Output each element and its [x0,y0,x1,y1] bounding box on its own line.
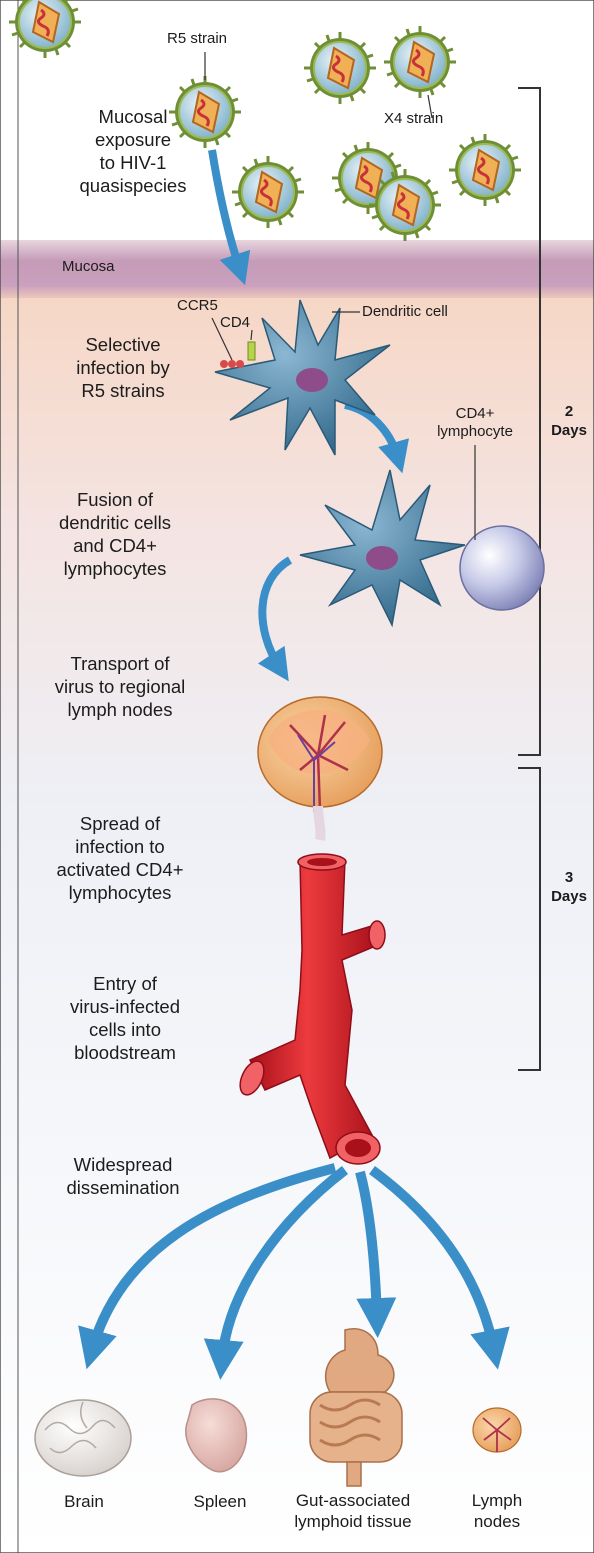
label-cd4-lymphocyte: CD4+ lymphocyte [420,405,530,441]
organ-brain-label: Brain [52,1490,116,1513]
organ-gut-label: Gut-associated lymphoid tissue [268,1490,438,1532]
label-x4-strain: X4 strain [384,110,443,128]
step-transport: Transport of virus to regional lymph nod… [30,652,210,721]
organ-lymph-nodes-label: Lymph nodes [455,1490,539,1532]
label-ccr5: CCR5 [177,297,218,315]
step-spread: Spread of infection to activated CD4+ ly… [30,812,210,904]
step-entry: Entry of virus-infected cells into blood… [40,972,210,1064]
label-r5-strain: R5 strain [167,30,227,48]
duration-3-days: 3 Days [546,868,592,906]
step-mucosal-exposure: Mucosal exposure to HIV-1 quasispecies [58,105,208,197]
step-dissemination: Widespread dissemination [38,1153,208,1199]
organ-spleen-label: Spleen [180,1490,260,1513]
label-mucosa: Mucosa [62,258,115,276]
label-cd4: CD4 [220,314,250,332]
duration-2-days: 2 Days [546,402,592,440]
label-dendritic-cell: Dendritic cell [362,303,448,321]
step-fusion: Fusion of dendritic cells and CD4+ lymph… [30,488,200,580]
step-selective-infection: Selective infection by R5 strains [48,333,198,402]
